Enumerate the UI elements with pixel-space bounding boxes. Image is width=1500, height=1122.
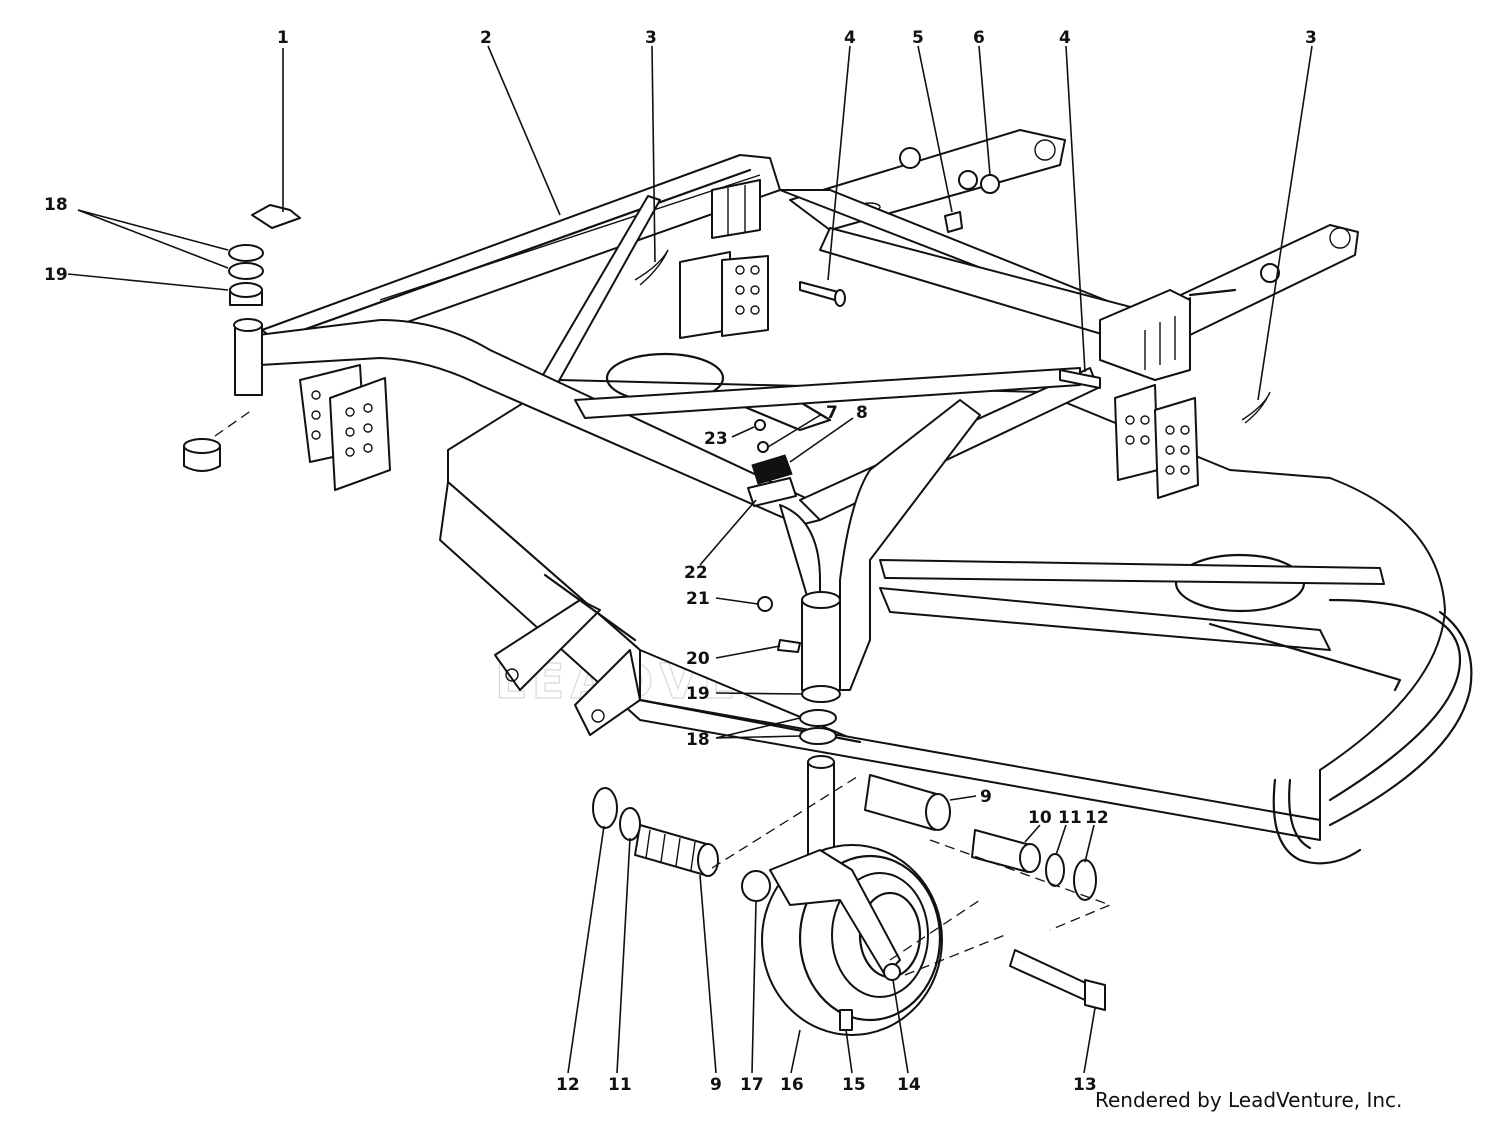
callout-8: 8	[856, 403, 868, 423]
callout-12: 12	[1085, 808, 1109, 828]
callouts: 1 2 3 3 4 4 5 6 7 8 9 9 10 11 11 12 12 1…	[44, 28, 1317, 1095]
callout-6: 6	[973, 28, 985, 48]
callout-11: 11	[608, 1075, 632, 1095]
callout-12: 12	[556, 1075, 580, 1095]
callout-1: 1	[277, 28, 289, 48]
callout-4: 4	[844, 28, 856, 48]
spacer-6	[980, 174, 1000, 194]
handle-8	[751, 454, 793, 485]
callout-11: 11	[1058, 808, 1082, 828]
hardware	[183, 204, 1271, 745]
callout-19: 19	[44, 265, 68, 285]
callout-5: 5	[912, 28, 924, 48]
callout-17: 17	[740, 1075, 764, 1095]
callout-10: 10	[1028, 808, 1052, 828]
callout-18: 18	[686, 730, 710, 750]
callout-14: 14	[897, 1075, 921, 1095]
render-credit: Rendered by LeadVenture, Inc.	[1095, 1088, 1403, 1112]
leader-lines	[67, 45, 1313, 1074]
callout-22: 22	[684, 563, 708, 583]
callout-2: 2	[480, 28, 492, 48]
callout-15: 15	[842, 1075, 866, 1095]
callout-23: 23	[704, 429, 728, 449]
callout-13: 13	[1073, 1075, 1097, 1095]
callout-7: 7	[826, 403, 838, 423]
callout-3: 3	[645, 28, 657, 48]
caster-wheel-assembly	[592, 755, 1112, 1036]
callout-21: 21	[686, 589, 710, 609]
cotter-pin-1	[251, 204, 301, 229]
callout-9: 9	[980, 787, 992, 807]
callout-4: 4	[1059, 28, 1071, 48]
callout-3: 3	[1305, 28, 1317, 48]
callout-20: 20	[686, 649, 710, 669]
rear-pivot-tube	[234, 324, 263, 396]
mower-deck	[439, 352, 1473, 865]
callout-18: 18	[44, 195, 68, 215]
callout-9: 9	[710, 1075, 722, 1095]
callout-16: 16	[780, 1075, 804, 1095]
callout-19: 19	[686, 684, 710, 704]
hitch-bushing-left	[899, 147, 921, 169]
front-pivot-tube	[801, 599, 841, 691]
